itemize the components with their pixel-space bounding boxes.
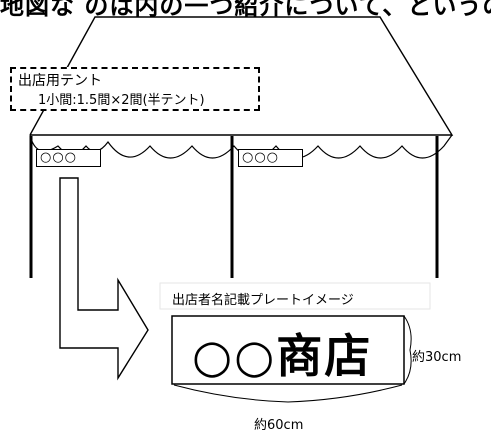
plate-caption: 出店者名記載プレートイメージ bbox=[172, 293, 354, 308]
arrow bbox=[59, 177, 149, 381]
tent-roof-outline bbox=[29, 16, 454, 136]
top-heading: 地図な のは内の一つ紹介について、というの bbox=[0, 0, 491, 20]
tent-valance bbox=[29, 134, 453, 159]
name-plate bbox=[171, 315, 405, 385]
tent-label-box bbox=[10, 67, 260, 111]
tent-sign-left: ○○○ bbox=[36, 149, 101, 167]
tent-label-title: 出店用テント bbox=[18, 73, 102, 89]
tent-sign-right: ○○○ bbox=[238, 149, 303, 167]
plate-height-label: 約30cm bbox=[412, 350, 462, 365]
height-brace bbox=[403, 315, 412, 385]
plate-main-text: ○○商店 bbox=[192, 329, 373, 383]
plate-width-label: 約60cm bbox=[254, 418, 304, 433]
width-brace bbox=[173, 384, 403, 403]
tent-label-size: 1小間:1.5間×2間(半テント) bbox=[38, 93, 205, 108]
plate-caption-box bbox=[159, 282, 431, 310]
